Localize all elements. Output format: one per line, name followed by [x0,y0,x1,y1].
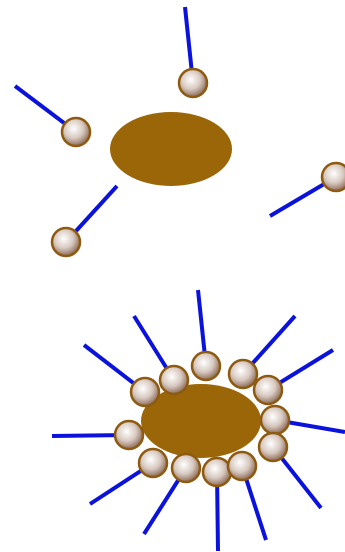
molecule-head [190,350,222,382]
molecule-head [177,67,209,99]
molecule-head [252,374,284,406]
surface-heads [113,350,291,488]
molecule-head [227,358,259,390]
molecule-head [113,419,145,451]
molecule-head [257,431,289,463]
panel-separated [13,6,345,258]
molecule-head [158,364,190,396]
free-molecule [177,6,209,99]
molecule-head [137,447,169,479]
core-blob [141,384,261,458]
molecule-head [170,452,202,484]
molecule-head [201,456,233,488]
core-blob [110,112,232,186]
molecule-head [129,376,161,408]
panel-adsorbed [51,289,345,552]
molecule-head [259,404,291,436]
free-molecule [268,161,345,218]
free-molecule [50,184,119,258]
molecule-head [50,226,82,258]
molecule-head [60,116,92,148]
molecule-head [226,450,258,482]
molecule-head [320,161,345,193]
free-molecule [13,84,92,148]
